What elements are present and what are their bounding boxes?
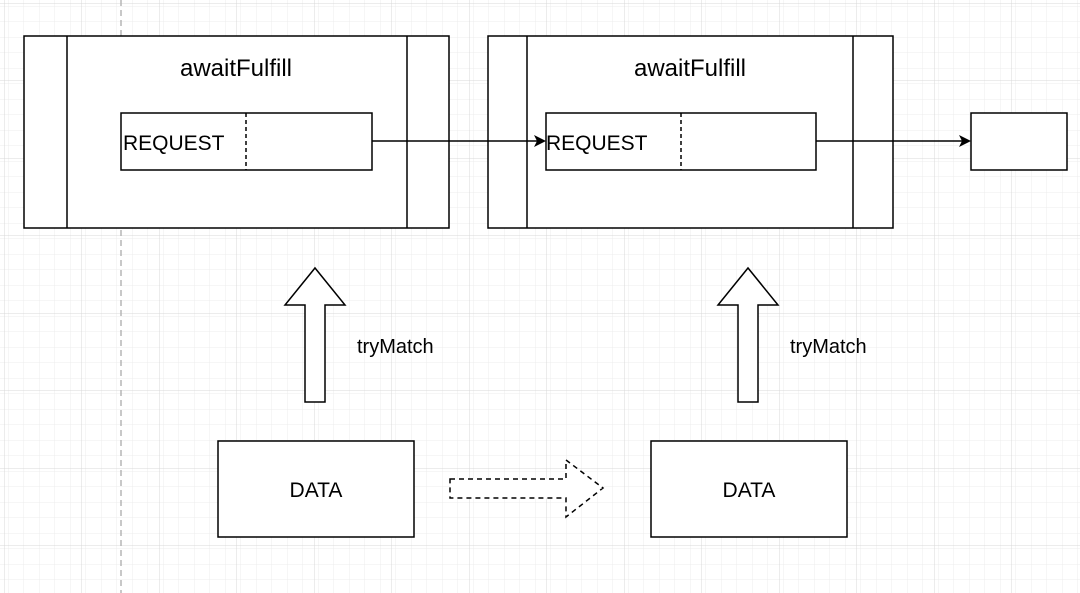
data-node-2-label: DATA — [723, 479, 776, 502]
await-fulfill-node-2[interactable]: awaitFulfill REQUEST — [487, 35, 894, 229]
data-node-2[interactable]: DATA — [650, 440, 848, 538]
node-1-request-label: REQUEST — [123, 132, 225, 155]
data-node-1[interactable]: DATA — [217, 440, 415, 538]
try-match-label-2: tryMatch — [790, 336, 867, 358]
data-node-1-label: DATA — [290, 479, 343, 502]
await-fulfill-node-1[interactable]: awaitFulfill REQUEST — [23, 35, 450, 229]
node-2-request-label: REQUEST — [546, 132, 648, 155]
node-1-title: awaitFulfill — [180, 55, 292, 82]
try-match-label-1: tryMatch — [357, 336, 434, 358]
try-match-up-arrow-2[interactable] — [716, 266, 780, 403]
data-node-2-box — [650, 440, 848, 538]
node-2-request-slot[interactable]: REQUEST — [545, 112, 817, 171]
try-match-up-arrow-1[interactable] — [283, 266, 347, 403]
node-1-request-slot[interactable]: REQUEST — [120, 112, 373, 171]
tail-node-box[interactable] — [970, 112, 1068, 171]
data-transfer-dashed-arrow[interactable] — [449, 458, 605, 519]
data-node-1-box — [217, 440, 415, 538]
node-2-title: awaitFulfill — [634, 55, 746, 82]
